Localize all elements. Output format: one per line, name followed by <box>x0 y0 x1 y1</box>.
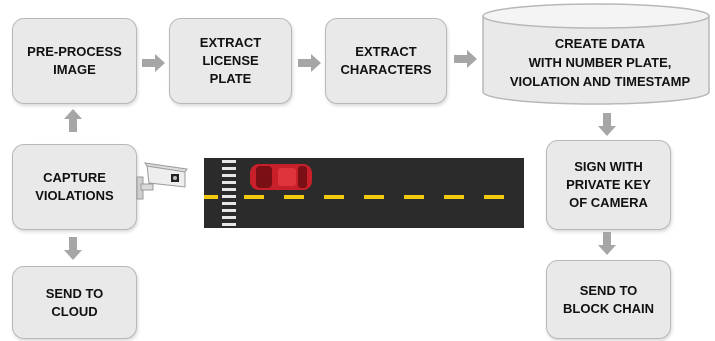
arrow-right-3 <box>454 50 478 68</box>
extract-license-plate-box: EXTRACT LICENSE PLATE <box>169 18 292 104</box>
arrow-up-capture-to-preprocess <box>64 109 82 133</box>
create-data-label: CREATE DATA WITH NUMBER PLATE, VIOLATION… <box>509 36 691 89</box>
capture-violations-box: CAPTURE VIOLATIONS <box>12 144 137 230</box>
database-cylinder-shape <box>482 3 710 105</box>
arrow-down-capture-to-cloud <box>64 237 82 261</box>
sign-with-private-key-box: SIGN WITH PRIVATE KEY OF CAMERA <box>546 140 671 230</box>
arrow-right-2 <box>298 54 322 72</box>
red-car <box>250 164 312 190</box>
send-to-cloud-box: SEND TO CLOUD <box>12 266 137 339</box>
arrow-right-1 <box>142 54 166 72</box>
arrow-down-data-to-sign <box>598 113 616 137</box>
arrow-down-sign-to-blockchain <box>598 232 616 256</box>
send-to-block-chain-box: SEND TO BLOCK CHAIN <box>546 260 671 339</box>
cctv-camera-icon <box>136 162 188 200</box>
preprocess-image-box: PRE-PROCESS IMAGE <box>12 18 137 104</box>
road-with-red-car-illustration <box>204 158 524 228</box>
extract-characters-box: EXTRACT CHARACTERS <box>325 18 447 104</box>
